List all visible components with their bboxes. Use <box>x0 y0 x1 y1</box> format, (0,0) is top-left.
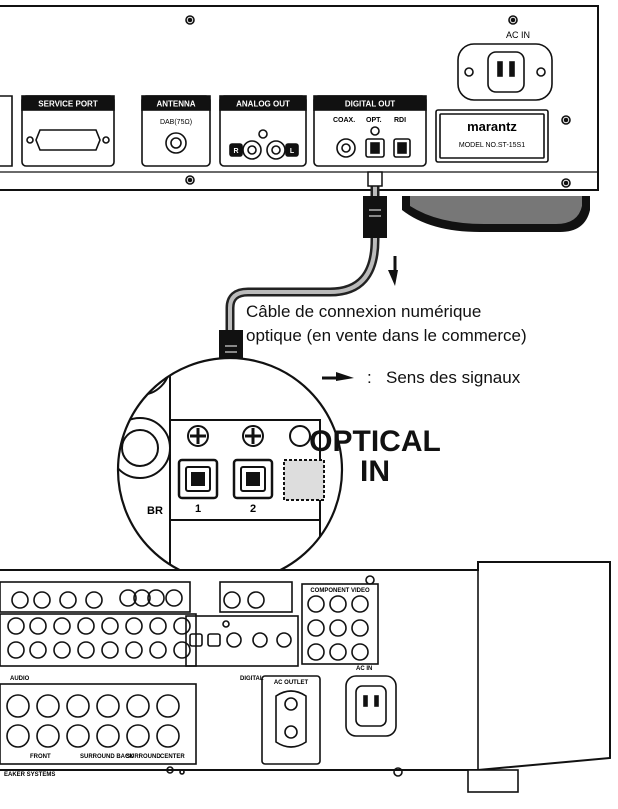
cable-caption-line1: Câble de connexion numérique <box>246 302 482 321</box>
receiver-ac-in-label: AC IN <box>356 666 372 672</box>
tuner-ac-in-label: AC IN <box>506 30 530 40</box>
cable-caption-line2: optique (en vente dans le commerce) <box>246 326 527 345</box>
brand-logo: marantz <box>467 119 517 134</box>
optical-in-line1: OPTICAL <box>309 425 441 458</box>
receiver-back-panel <box>0 561 611 793</box>
opt-label: OPT. <box>366 117 382 124</box>
model-label: MODEL NO.ST-15S1 <box>459 142 525 149</box>
signal-direction-arrow-icon <box>388 256 398 286</box>
component-video-label: COMPONENT VIDEO <box>310 588 370 594</box>
digital-out-label: DIGITAL OUT <box>345 100 395 109</box>
receiver-labels: AUDIO DIGITAL COMPONENT VIDEO AC OUTLET … <box>4 588 372 778</box>
signal-legend-text: Sens des signaux <box>386 368 521 387</box>
optical-port-1-label: 1 <box>195 503 201 515</box>
partial-label: BR <box>147 505 163 517</box>
magnified-view: 1 2 BR <box>116 356 344 641</box>
surround-label: SURROUND <box>126 754 161 760</box>
analog-r-label: R <box>233 148 238 155</box>
digital-label: DIGITAL <box>240 676 264 682</box>
legend-arrow-icon <box>322 372 354 381</box>
ac-outlet-label: AC OUTLET <box>274 680 309 686</box>
antenna-dab-label: DAB(75Ω) <box>160 119 192 126</box>
analog-out-label: ANALOG OUT <box>236 100 290 109</box>
speaker-systems-label: EAKER SYSTEMS <box>4 772 55 778</box>
rdi-label: RDI <box>394 117 406 124</box>
optical-port-2-label: 2 <box>250 503 256 515</box>
tuner-back-panel <box>0 5 599 232</box>
analog-l-label: L <box>290 148 295 155</box>
tuner-labels: AC IN SERVICE PORT ANTENNA DAB(75Ω) ANAL… <box>38 30 530 155</box>
audio-label: AUDIO <box>10 676 30 682</box>
optical-cable <box>219 171 387 387</box>
coax-label: COAX. <box>333 117 355 124</box>
front-label: FRONT <box>30 754 51 760</box>
center-label: CENTER <box>160 754 185 760</box>
optical-in-line2: IN <box>360 455 390 488</box>
signal-legend-colon: : <box>367 368 372 387</box>
surround-back-label: SURROUND BACK <box>80 754 134 760</box>
service-port-label: SERVICE PORT <box>38 100 98 109</box>
antenna-label: ANTENNA <box>156 100 195 109</box>
